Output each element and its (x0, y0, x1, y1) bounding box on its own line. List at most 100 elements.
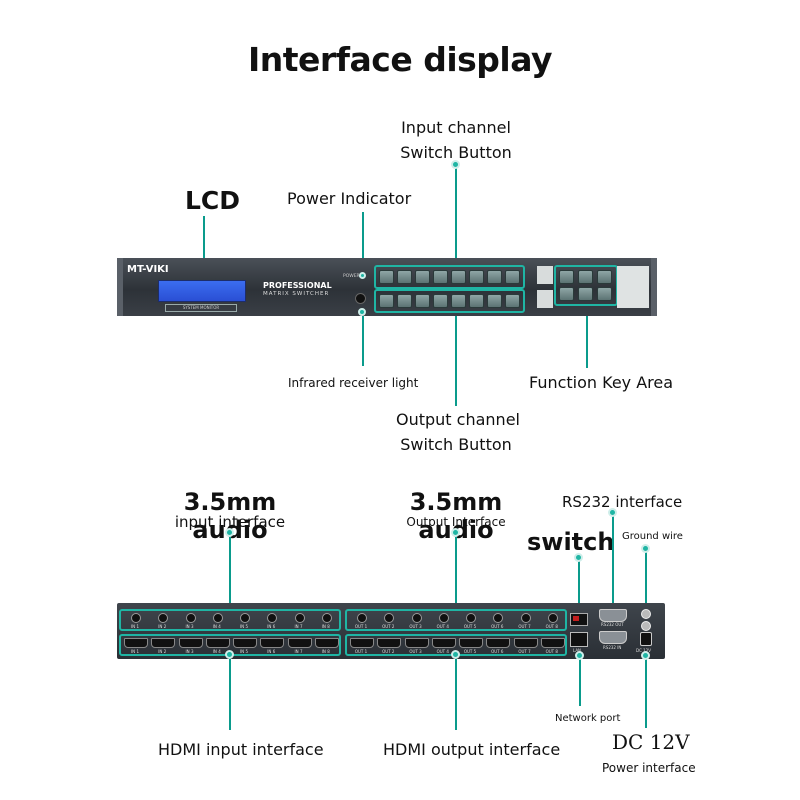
input-switch-label-line2: Switch Button (400, 143, 512, 162)
output-button-1[interactable] (379, 294, 394, 308)
output-button-7[interactable] (487, 294, 502, 308)
output-button-5[interactable] (451, 294, 466, 308)
power-led (359, 272, 366, 279)
input-switch-label-line1: Input channel (401, 118, 511, 137)
audio-out-leader (455, 532, 457, 607)
hdmi-out-label: HDMI output interface (383, 740, 561, 759)
audio-out-jack[interactable]: OUT 3 (402, 611, 429, 631)
rs232-leader (612, 512, 614, 604)
output-tag (537, 290, 553, 308)
audio-out-jack[interactable]: OUT 7 (511, 611, 538, 631)
function-key-3[interactable] (597, 270, 612, 284)
lan-port[interactable] (570, 632, 588, 647)
audio-in-leader (229, 532, 231, 607)
ground-leader (645, 546, 647, 606)
lcd-label: LCD (185, 186, 241, 215)
system-monitor-label: SYSTEM MONITOR (165, 304, 237, 312)
input-button-8[interactable] (505, 270, 520, 284)
audio-out-jack[interactable]: OUT 4 (429, 611, 456, 631)
audio-in-jack[interactable]: IN 7 (285, 611, 312, 631)
hdmi-out-port[interactable]: OUT 4 (429, 636, 456, 656)
hdmi-out-port[interactable]: OUT 5 (456, 636, 483, 656)
rs232-in-port[interactable] (599, 631, 627, 644)
network-leader (579, 656, 581, 706)
audio-in-jack[interactable]: IN 4 (203, 611, 230, 631)
function-key-4[interactable] (559, 287, 574, 301)
hdmi-in-port[interactable]: IN 5 (230, 636, 257, 656)
audio-in-dot (225, 528, 234, 537)
audio-out-jack[interactable]: OUT 1 (347, 611, 374, 631)
output-button-row (374, 289, 525, 313)
hdmi-in-port[interactable]: IN 1 (121, 636, 148, 656)
hdmi-out-port[interactable]: OUT 1 (347, 636, 374, 656)
hdmi-in-dot (225, 650, 234, 659)
hdmi-out-port[interactable]: OUT 8 (538, 636, 565, 656)
function-key-5[interactable] (578, 287, 593, 301)
output-button-2[interactable] (397, 294, 412, 308)
model-line2: MATRIX SWITCHER (263, 291, 330, 297)
infrared-label: Infrared receiver light (288, 376, 419, 390)
output-button-8[interactable] (505, 294, 520, 308)
switch-dot (574, 553, 583, 562)
audio-out-dot (451, 528, 460, 537)
rear-panel: IN 1 IN 2 IN 3 IN 4 IN 5 IN 6 IN 7 IN 8 … (117, 603, 665, 659)
power-label: POWER (343, 274, 360, 279)
switch-label: switch (527, 528, 615, 556)
function-key-1[interactable] (559, 270, 574, 284)
ground-screw[interactable] (641, 609, 651, 619)
output-button-4[interactable] (433, 294, 448, 308)
output-switch-label-line2: Switch Button (400, 435, 512, 454)
input-button-2[interactable] (397, 270, 412, 284)
audio-out-jack[interactable]: OUT 5 (456, 611, 483, 631)
input-button-6[interactable] (469, 270, 484, 284)
dc-power-port[interactable] (640, 632, 652, 646)
audio-out-jack[interactable]: OUT 2 (374, 611, 401, 631)
function-key-6[interactable] (597, 287, 612, 301)
power-switch[interactable] (570, 613, 588, 626)
audio-in-jack[interactable]: IN 5 (230, 611, 257, 631)
hdmi-out-port[interactable]: OUT 3 (402, 636, 429, 656)
front-ear-left (117, 258, 123, 316)
infrared-leader (362, 314, 364, 366)
dc-sub: Power interface (602, 761, 696, 775)
hdmi-in-port[interactable]: IN 2 (148, 636, 176, 656)
input-button-5[interactable] (451, 270, 466, 284)
input-switch-label: Input channel Switch Button (396, 118, 516, 162)
hdmi-in-port[interactable]: IN 6 (257, 636, 285, 656)
hdmi-out-port[interactable]: OUT 2 (374, 636, 402, 656)
dc-port-label: DC 12V (636, 648, 651, 653)
power-indicator-label: Power Indicator (287, 189, 412, 208)
audio-in-jack[interactable]: IN 6 (257, 611, 284, 631)
output-button-6[interactable] (469, 294, 484, 308)
input-switch-dot (451, 160, 460, 169)
input-button-3[interactable] (415, 270, 430, 284)
hdmi-in-port[interactable]: IN 8 (312, 636, 339, 656)
audio-out-jack[interactable]: OUT 6 (483, 611, 510, 631)
audio-in-jack[interactable]: IN 1 (121, 611, 148, 631)
function-key-2[interactable] (578, 270, 593, 284)
hdmi-in-port[interactable]: IN 7 (285, 636, 312, 656)
function-key-label: Function Key Area (529, 373, 674, 392)
rs232-dot (608, 508, 617, 517)
hdmi-out-leader (455, 656, 457, 730)
input-button-4[interactable] (433, 270, 448, 284)
power-leader (362, 212, 364, 258)
audio-in-jack[interactable]: IN 3 (176, 611, 203, 631)
hdmi-out-port[interactable]: OUT 7 (511, 636, 538, 656)
hdmi-in-port[interactable]: IN 3 (176, 636, 203, 656)
input-button-row (374, 265, 525, 289)
audio-out-jack[interactable]: OUT 8 (538, 611, 565, 631)
audio-in-jack[interactable]: IN 8 (312, 611, 339, 631)
input-button-1[interactable] (379, 270, 394, 284)
output-button-3[interactable] (415, 294, 430, 308)
rs232-out-port[interactable] (599, 609, 627, 622)
hdmi-in-port[interactable]: IN 4 (203, 636, 230, 656)
audio-in-jack[interactable]: IN 2 (148, 611, 175, 631)
hdmi-out-port[interactable]: OUT 6 (483, 636, 511, 656)
input-switch-leader (455, 168, 457, 262)
control-tag (617, 266, 649, 308)
input-button-7[interactable] (487, 270, 502, 284)
audio-input-row: IN 1 IN 2 IN 3 IN 4 IN 5 IN 6 IN 7 IN 8 (119, 609, 341, 631)
page-title: Interface display (247, 40, 553, 79)
output-switch-leader (455, 314, 457, 406)
